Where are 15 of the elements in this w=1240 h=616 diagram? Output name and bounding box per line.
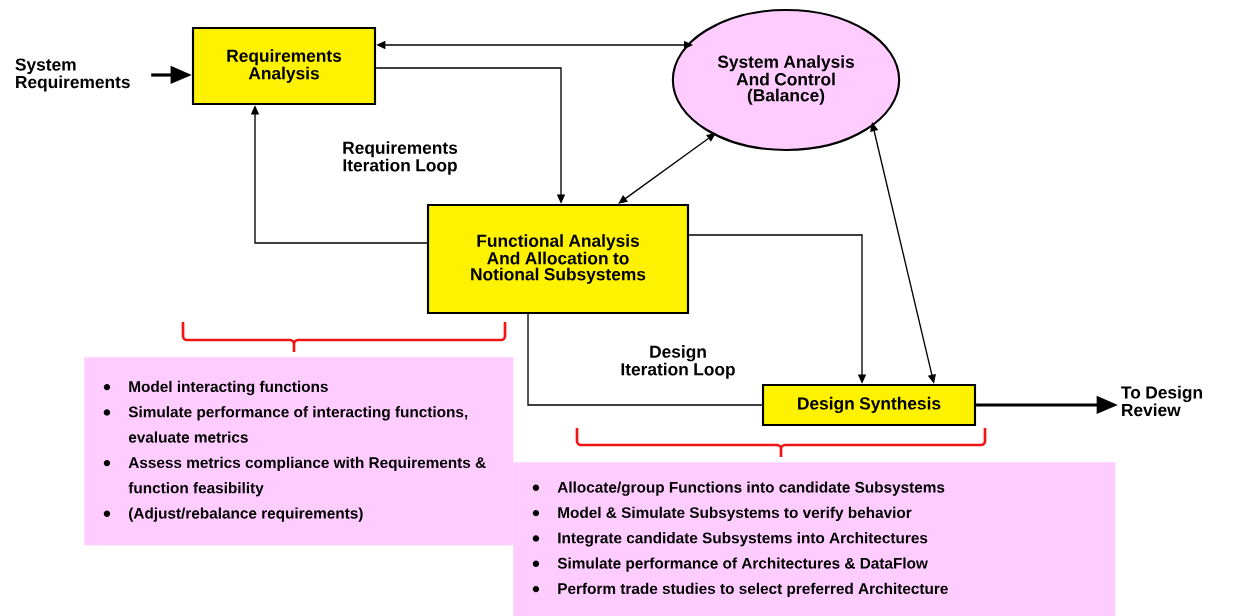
loop-label: Requirements Iteration Loop <box>343 141 458 175</box>
node-label: To Design Review <box>1121 385 1202 417</box>
node-label: Model & Simulate Subsystems to verify behavior <box>558 506 912 522</box>
process-box: Functional Analysis And Allocation to Notional Subsystems <box>426 203 690 315</box>
process-box: Design Synthesis <box>761 383 977 427</box>
bullet-list-box: Allocate/group Functions into candidate Subsystems Model & Simulate Subsystems to verify behavior Integrate candidate Subsystems into Architectures Simulate performance of Architectures & DataFlow Perform trade studies to select preferred Architecture <box>513 462 1116 616</box>
loop-label: Design Iteration Loop <box>621 345 735 379</box>
node-label: Integrate candidate Subsystems into Architectures <box>558 532 928 547</box>
node-label: Simulate performance of Architectures & DataFlow <box>557 557 928 572</box>
bullet-list-box: Model interacting functions Simulate performance of interacting functions, evaluate metrics Assess metrics compliance with Requirements & function feasibility (Adjust/rebalance requirements) <box>84 357 514 546</box>
node-label: Perform trade studies to select preferred Architecture <box>558 582 948 598</box>
node-label: Allocate/group Functions into candidate Subsystems <box>557 481 945 496</box>
arrow <box>618 133 716 204</box>
process-box: Requirements Analysis <box>191 26 377 106</box>
node-label: System Requirements <box>15 58 130 92</box>
